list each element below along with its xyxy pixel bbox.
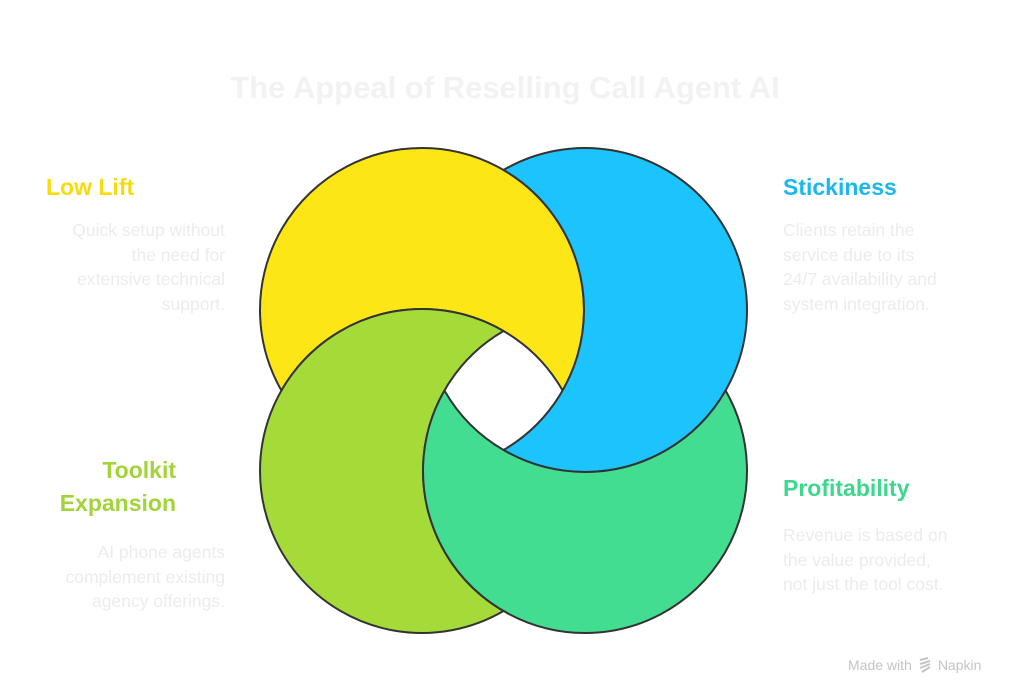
label-low-lift: Low Lift [46, 174, 135, 200]
label-stickiness: Stickiness [783, 174, 897, 200]
desc-line: system integration. [783, 293, 930, 314]
label-line: Toolkit [102, 457, 176, 483]
desc-low-lift: Quick setup without the need for extensi… [72, 218, 225, 316]
desc-line: the value provided, [783, 549, 931, 570]
desc-toolkit-expansion: AI phone agents complement existing agen… [65, 540, 225, 614]
desc-line: service due to its [783, 244, 915, 265]
desc-line: Clients retain the [783, 220, 915, 240]
napkin-logo-icon [919, 657, 931, 673]
made-with-text: Made with [848, 657, 912, 673]
desc-line: not just the tool cost. [783, 574, 944, 594]
desc-profitability: Revenue is based on the value provided, … [783, 523, 947, 597]
desc-line: AI phone agents [97, 542, 225, 562]
desc-line: the need for [131, 244, 225, 265]
napkin-brand-text: Napkin [937, 657, 982, 673]
desc-line: support. [161, 293, 225, 314]
desc-line: Quick setup without [72, 220, 225, 240]
label-line: Expansion [59, 490, 176, 516]
desc-stickiness: Clients retain the service due to its 24… [783, 218, 937, 316]
label-toolkit-expansion: Toolkit Expansion [60, 454, 176, 520]
desc-line: Revenue is based on [783, 525, 948, 545]
made-with-napkin-footer[interactable]: Made with Napkin [848, 657, 981, 673]
desc-line: 24/7 availability and [783, 269, 937, 289]
desc-line: extensive technical [77, 269, 225, 289]
desc-line: complement existing [65, 566, 225, 587]
label-profitability: Profitability [783, 475, 910, 501]
desc-line: agency offerings. [92, 591, 225, 611]
circle-segment-profitability [422, 389, 748, 634]
diagram-title: The Appeal of Reselling Call Agent AI [230, 70, 780, 105]
